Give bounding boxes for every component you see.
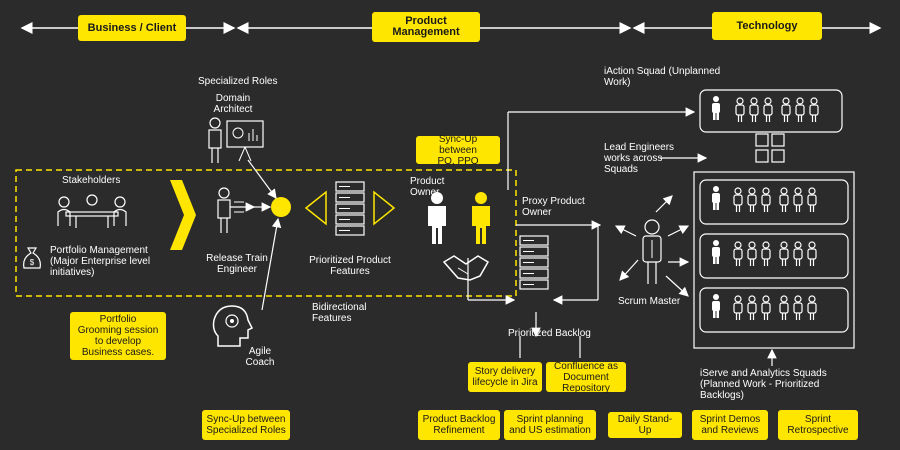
team-icon — [755, 133, 785, 163]
iserve-squads-container — [693, 171, 855, 349]
header-technology: Technology — [712, 12, 822, 40]
product-owner-icon — [428, 192, 446, 244]
specialized-roles-label: Specialized Roles — [198, 76, 278, 87]
portfolio-management-label: Portfolio Management (Major Enterprise l… — [50, 245, 151, 278]
backlog-server-icon — [519, 235, 549, 290]
portfolio-grooming-box: Portfolio Grooming session to develop Bu… — [70, 312, 166, 360]
stakeholders-label: Stakeholders — [62, 175, 121, 186]
proxy-product-owner-icon — [472, 192, 490, 244]
scrum-master-label: Scrum Master — [618, 296, 681, 307]
presenter-icon — [208, 117, 264, 163]
sync-po-ppo-box: Sync-Up between PO, PPO — [416, 134, 500, 167]
iaction-squad-box — [699, 89, 843, 133]
sync-specialized-box: Sync-Up between Specialized Roles — [202, 410, 290, 440]
product-owner-label: Product Owner — [410, 176, 445, 198]
release-train-engineer-icon — [217, 187, 256, 233]
sprint-planning-box: Sprint planning and US estimation — [504, 410, 596, 440]
money-bag-icon: $ — [23, 247, 41, 269]
business-dashed-frame — [15, 169, 517, 297]
svg-text:$: $ — [30, 258, 35, 267]
confluence-box: Confluence as Document Repository — [546, 361, 626, 394]
sprint-demos-box: Sprint Demos and Reviews — [692, 410, 768, 440]
domain-architect-label: Domain Architect — [213, 93, 253, 115]
prioritized-backlog-label: Prioritized Backlog — [508, 328, 591, 339]
bidirectional-label: Bidirectional Features — [312, 302, 367, 324]
agile-coach-label: Agile Coach — [245, 346, 275, 368]
proxy-product-owner-label: Proxy Product Owner — [522, 196, 585, 218]
server-stack-icon — [335, 181, 365, 236]
hub-node — [271, 197, 291, 217]
chevron-icon — [170, 180, 196, 250]
handshake-icon — [442, 255, 490, 281]
header-business: Business / Client — [78, 15, 186, 41]
daily-standup-box: Daily Stand-Up — [608, 412, 682, 438]
people-meeting-icon — [57, 194, 127, 228]
scrum-master-icon — [642, 219, 662, 284]
head-gear-icon — [212, 305, 254, 347]
backlog-refinement-box: Product Backlog Refinement — [418, 410, 500, 440]
release-train-label: Release Train Engineer — [206, 253, 268, 275]
header-product: Product Management — [372, 12, 480, 42]
iserve-squads-label: iServe and Analytics Squads (Planned Wor… — [700, 368, 827, 401]
sprint-retro-box: Sprint Retrospective — [778, 410, 858, 440]
iaction-squad-label: iAction Squad (Unplanned Work) — [604, 66, 721, 88]
story-delivery-box: Story delivery lifecycle in Jira — [468, 362, 542, 392]
prioritized-features-label: Prioritized Product Features — [309, 255, 391, 277]
lead-engineers-label: Lead Engineers works across Squads — [604, 142, 675, 175]
